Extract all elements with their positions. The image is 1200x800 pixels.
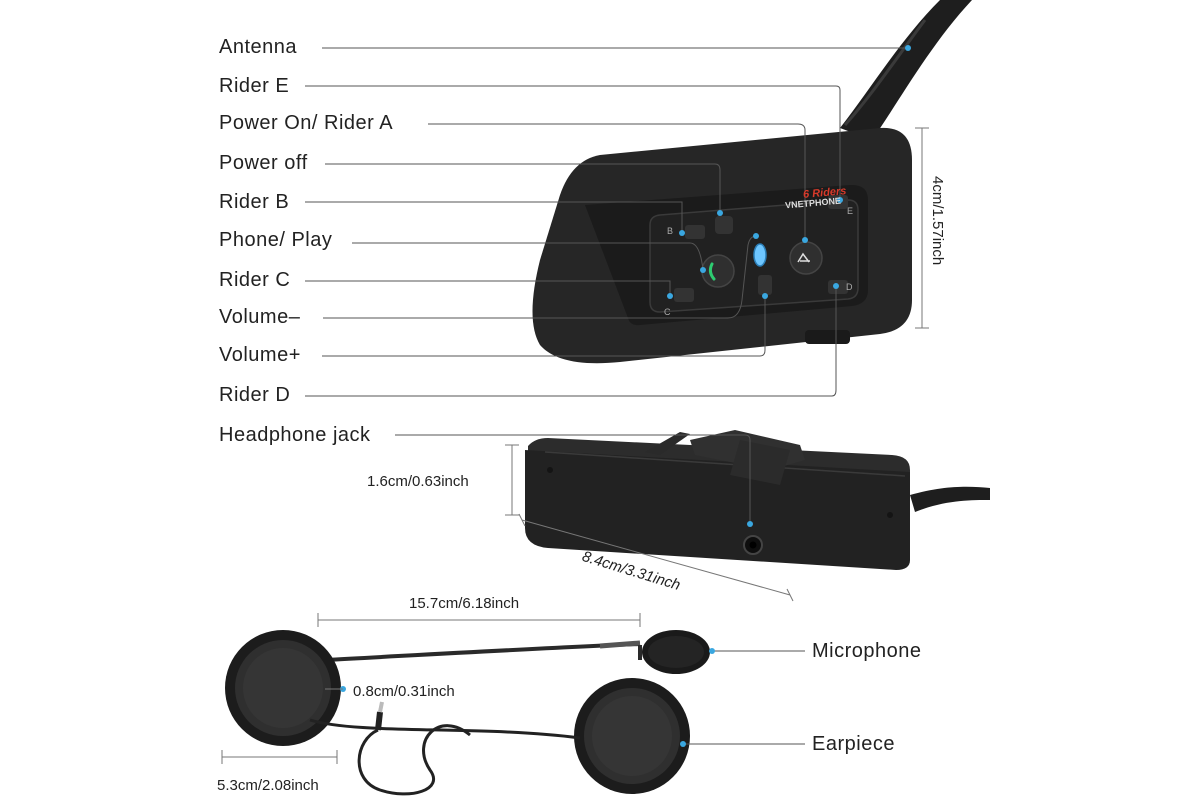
callout-phone-play: Phone/ Play: [219, 229, 333, 251]
button-letter-c: C: [664, 307, 671, 317]
headset: [225, 630, 710, 796]
volume-plus-button: [758, 275, 772, 295]
callout-headphone-jack: Headphone jack: [219, 424, 371, 446]
callout-rider-b: Rider B: [219, 191, 290, 213]
power-off-button: [715, 216, 733, 234]
status-led: [753, 243, 767, 267]
dimension-earpiece-thickness: 0.8cm/0.31inch: [353, 683, 455, 700]
dimension-lines: [221, 127, 929, 764]
button-letter-e: E: [847, 206, 854, 216]
callout-volume-plus: Volume+: [219, 344, 301, 366]
intercom-side-view: [525, 430, 990, 570]
dimension-height: 4cm/1.57inch: [929, 176, 946, 266]
button-letter-d: D: [846, 282, 853, 292]
callout-power-off: Power off: [219, 152, 308, 174]
dimension-boom-length: 15.7cm/6.18inch: [409, 595, 520, 612]
callout-rider-d: Rider D: [219, 384, 291, 406]
mic-boom: [324, 642, 641, 662]
antenna: [840, 0, 972, 140]
rider-c-button: [674, 288, 694, 302]
button-letter-b: B: [667, 226, 674, 236]
callout-volume-minus: Volume–: [219, 306, 301, 328]
dimension-earpiece-diameter: 5.3cm/2.08inch: [217, 777, 319, 794]
audio-plug: [378, 701, 384, 713]
callout-dots: [340, 45, 911, 747]
callout-lines: [305, 47, 908, 745]
callout-power-on-rider-a: Power On/ Rider A: [219, 112, 394, 134]
callout-antenna: Antenna: [219, 36, 298, 58]
intercom-unit: [532, 0, 972, 364]
callout-microphone: Microphone: [812, 640, 922, 662]
dimension-thickness: 1.6cm/0.63inch: [367, 473, 469, 490]
phone-play-button: [701, 254, 735, 288]
callout-rider-c: Rider C: [219, 269, 291, 291]
rider-b-button: [685, 225, 705, 239]
callout-earpiece: Earpiece: [812, 733, 895, 755]
side-body: [525, 450, 910, 570]
callout-rider-e: Rider E: [219, 75, 290, 97]
